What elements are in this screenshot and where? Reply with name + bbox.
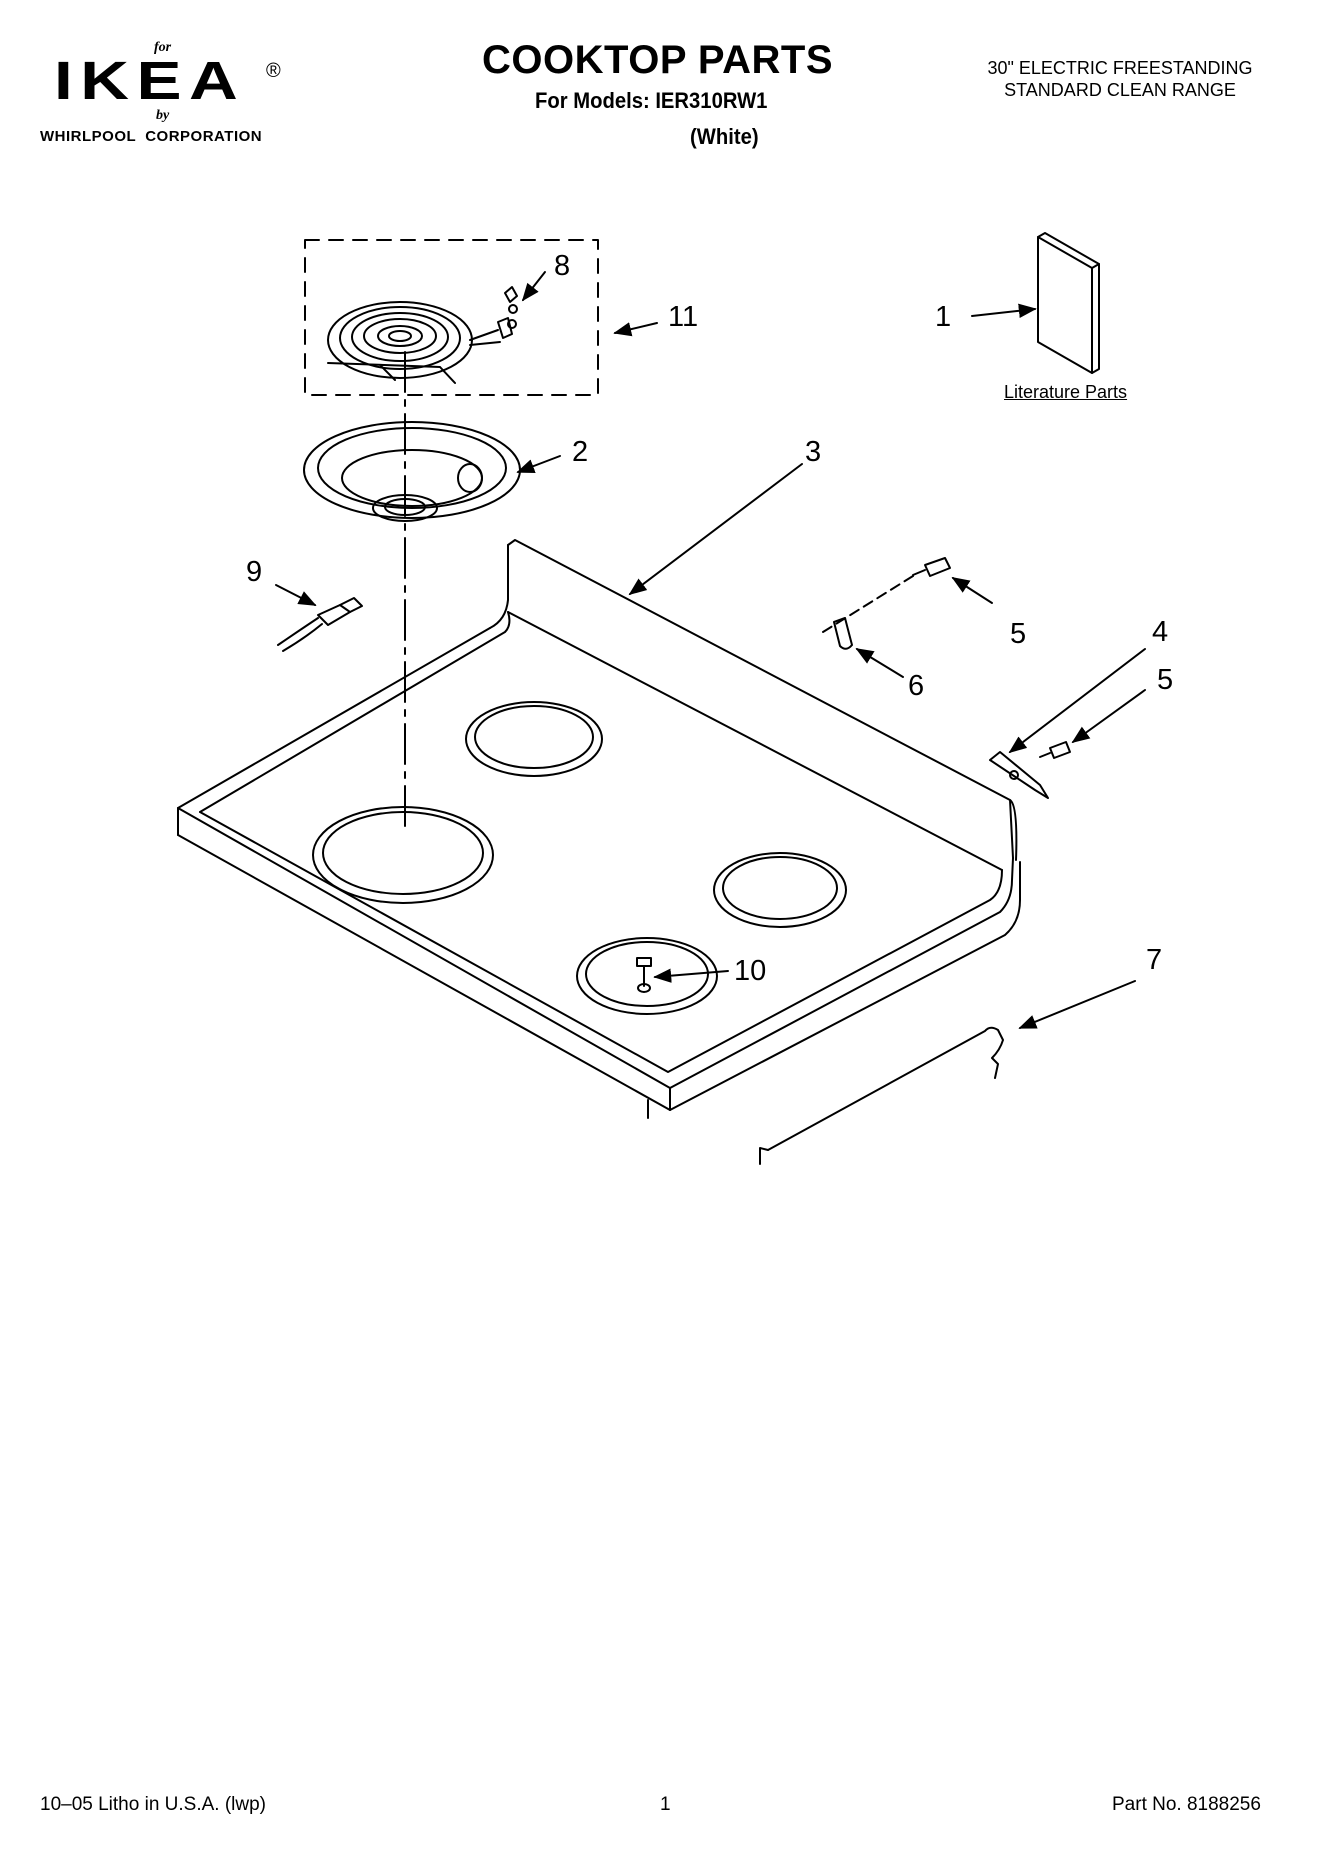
drip-bowl-item-2: [303, 421, 521, 522]
leader-3: [628, 463, 803, 596]
leader-9: [275, 584, 317, 606]
leader-10: [653, 968, 729, 983]
page-title: COOKTOP PARTS: [482, 38, 833, 82]
leader-7: [1018, 980, 1136, 1029]
clip-item-6: [833, 617, 853, 650]
cooktop-item-3: [177, 539, 1021, 1119]
callout-5-lower: 5: [1157, 664, 1174, 696]
bracket-item-4: [989, 751, 1049, 799]
element-kit-dashed-box: [304, 239, 599, 396]
callout-11: 11: [668, 301, 699, 333]
brand-corporation: WHIRLPOOL CORPORATION: [40, 128, 263, 145]
burner-opening-rear-right: [713, 852, 847, 928]
models-line: For Models: IER310RW1: [535, 88, 768, 113]
burner-opening-rear-left: [465, 701, 603, 777]
surface-element-coil: [327, 301, 501, 384]
wire-connector-item-9: [277, 597, 363, 652]
spec-line-1: 30" ELECTRIC FREESTANDING: [987, 58, 1253, 78]
burner-opening-front-left: [312, 806, 494, 904]
registered-mark: ®: [266, 60, 281, 82]
leader-4: [1008, 648, 1146, 754]
screw-item-10: [636, 957, 652, 993]
callout-9: 9: [246, 556, 263, 588]
callout-5-upper: 5: [1010, 618, 1027, 650]
litho-note: 10–05 Litho in U.S.A. (lwp): [40, 1794, 267, 1815]
ikea-logo-text: IKEA: [54, 51, 246, 111]
leader-6: [855, 648, 904, 678]
callout-10: 10: [734, 955, 767, 987]
part-number: Part No. 8188256: [1112, 1794, 1261, 1815]
callout-1: 1: [935, 301, 952, 333]
leader-8: [521, 271, 546, 302]
leader-5-lower: [1071, 689, 1146, 744]
callout-3: 3: [805, 436, 822, 468]
page-number: 1: [660, 1794, 671, 1815]
leader-2: [516, 455, 561, 473]
brand-for-text: for: [154, 40, 172, 55]
literature-pack-item-1: [1037, 232, 1100, 374]
terminal-block-item-8: [497, 286, 518, 339]
callout-7: 7: [1146, 944, 1163, 976]
burner-opening-front-right: [576, 937, 718, 1015]
rod-item-7: [759, 1026, 1004, 1165]
screw-alignment-line: [822, 575, 914, 633]
leader-1: [971, 303, 1037, 318]
ikea-logo: IKEA: [54, 54, 238, 108]
model-color: (White): [690, 124, 759, 149]
callout-2: 2: [572, 436, 589, 468]
leader-11: [613, 322, 658, 337]
callout-4: 4: [1152, 616, 1169, 648]
screw-item-5-lower: [1039, 741, 1071, 759]
literature-parts-label: Literature Parts: [1004, 382, 1128, 402]
brand-by-text: by: [156, 108, 170, 123]
callout-6: 6: [908, 670, 925, 702]
spec-line-2: STANDARD CLEAN RANGE: [1004, 80, 1236, 100]
callout-8: 8: [554, 250, 571, 282]
leader-5-upper: [951, 577, 993, 604]
screw-item-5-upper: [912, 557, 951, 577]
